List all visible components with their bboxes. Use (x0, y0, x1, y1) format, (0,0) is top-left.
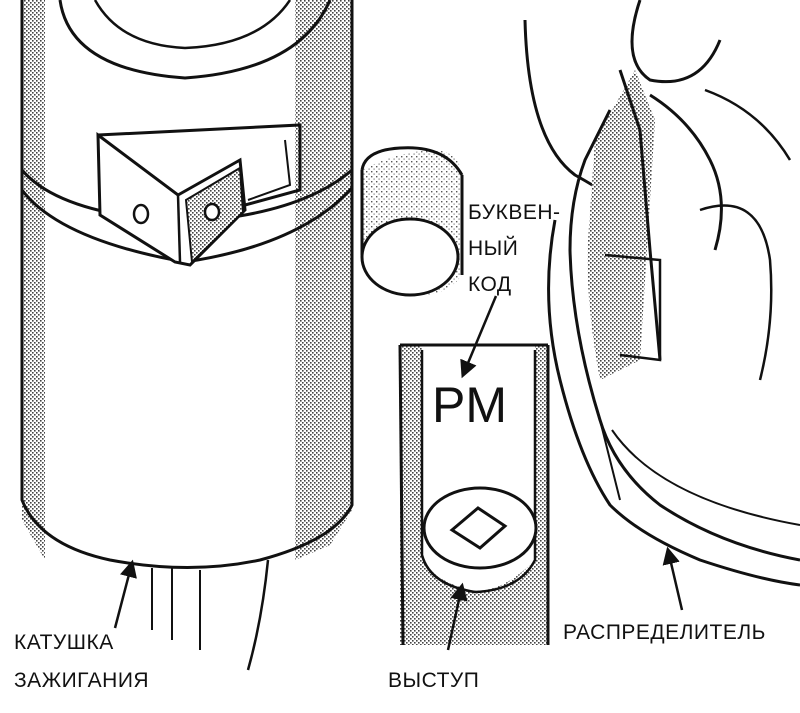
code-plate: PM (398, 343, 550, 646)
pointer-arrows (113, 295, 684, 651)
letter-code-value: PM (432, 377, 507, 433)
letter-code-label-line2: НЫЙ (468, 237, 519, 260)
arrow-boss (446, 582, 468, 651)
arrow-ignition-coil (113, 559, 137, 629)
letter-code-label-line1: БУКВЕН- (468, 201, 561, 224)
arrow-distributor (662, 546, 684, 611)
rotor-cylinder (360, 146, 464, 297)
boss-label: ВЫСТУП (388, 669, 480, 692)
ignition-coil (20, 0, 354, 671)
arrow-letter-code (460, 295, 498, 379)
distributor (523, 0, 800, 587)
ignition-coil-label-line2: ЗАЖИГАНИЯ (14, 669, 150, 692)
letter-code-label-line3: КОД (468, 273, 512, 296)
ignition-coil-label-line1: КАТУШКА (14, 631, 114, 654)
distributor-label: РАСПРЕДЕЛИТЕЛЬ (563, 621, 766, 644)
